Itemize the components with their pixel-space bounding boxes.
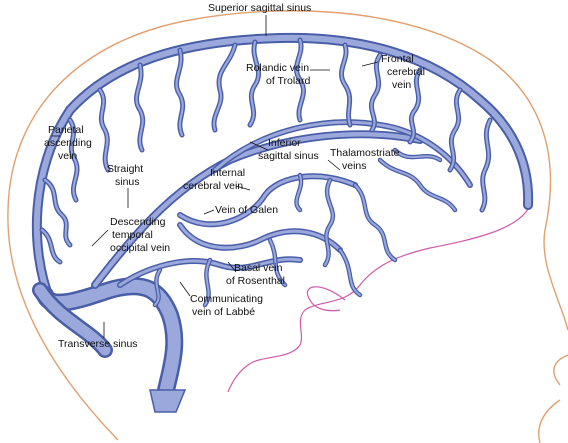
label-superior-sagittal-sinus: Superior sagittal sinus: [208, 2, 311, 14]
label-straight-sinus-line1: Straight: [107, 163, 143, 175]
label-parietal-line3: vein: [58, 150, 77, 162]
basal-vein-vessel: [177, 222, 343, 253]
label-inferior-sagittal-line1: Inferior: [268, 137, 301, 149]
label-descending-line1: Descending: [110, 216, 166, 228]
label-inferior-sagittal-line2: sagittal sinus: [258, 150, 319, 162]
label-rolandic-vein-line1: Rolandic vein: [246, 62, 309, 74]
label-parietal-line1: Parietal: [48, 124, 84, 136]
label-rolandic-vein-line2: of Trolard: [266, 75, 311, 87]
temporal-lobe-outline: [306, 286, 346, 312]
label-basal-vein-line1: Basal vein: [234, 262, 283, 274]
label-frontal-vein-line1: Frontal: [381, 53, 414, 65]
label-vein-of-galen: Vein of Galen: [215, 204, 278, 216]
label-basal-vein-line2: of Rosenthal: [226, 275, 285, 287]
label-thalamostriate-line2: veins: [342, 160, 367, 172]
label-communicating-line1: Communicating: [190, 293, 263, 305]
labels: Superior sagittal sinus Rolandic vein of…: [44, 2, 425, 350]
label-internal-cerebral-line1: Internal: [210, 167, 245, 179]
label-transverse-sinus: Transverse sinus: [58, 338, 138, 350]
label-descending-line3: occipital vein: [110, 242, 170, 254]
brain-outline: [227, 204, 531, 393]
label-frontal-vein-line3: vein: [392, 79, 411, 91]
label-thalamostriate-line1: Thalamostriate: [330, 147, 400, 159]
label-communicating-line2: vein of Labbé: [192, 306, 255, 318]
deep-veins: [152, 147, 458, 308]
label-internal-cerebral-line2: cerebral vein: [183, 180, 243, 192]
label-frontal-vein-line2: cerebral: [387, 66, 425, 78]
label-descending-line2: temporal: [112, 229, 153, 241]
label-straight-sinus-line2: sinus: [115, 176, 140, 188]
label-parietal-line2: ascending: [44, 137, 92, 149]
internal-cerebral-vein-vessel: [177, 173, 358, 228]
cortical-veins: [39, 37, 493, 265]
head-outline: [7, 10, 568, 443]
superior-sagittal-sinus: [31, 32, 534, 305]
leader-lines: [52, 15, 379, 338]
transverse-sinus-vessel: [32, 277, 187, 413]
